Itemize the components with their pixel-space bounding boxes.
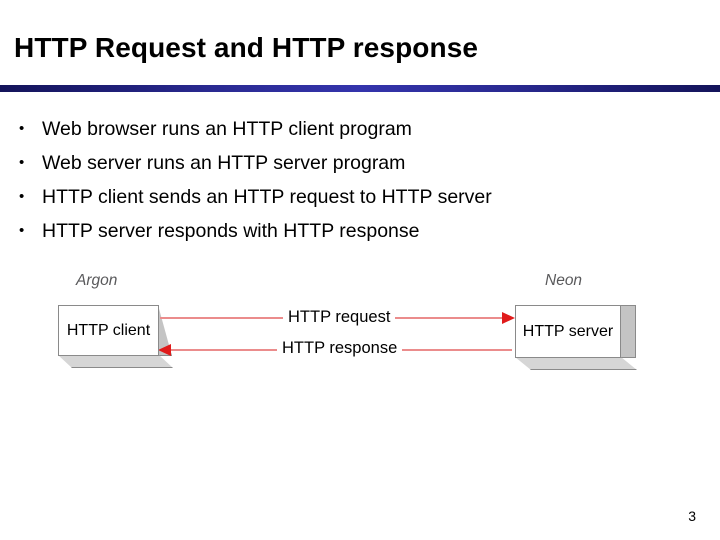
list-item: • Web browser runs an HTTP client progra… bbox=[0, 112, 700, 146]
list-item: • HTTP server responds with HTTP respons… bbox=[0, 214, 700, 248]
server-box-front-face: HTTP server bbox=[515, 305, 621, 358]
server-box-bottom-face bbox=[515, 357, 637, 370]
client-box-front-face: HTTP client bbox=[58, 305, 159, 356]
client-box-bottom-face bbox=[58, 355, 173, 368]
list-item-label: HTTP server responds with HTTP response bbox=[42, 220, 420, 242]
list-item: • HTTP client sends an HTTP request to H… bbox=[0, 180, 700, 214]
server-box-label: HTTP server bbox=[522, 322, 614, 340]
client-host-label: Argon bbox=[76, 272, 118, 289]
list-item: • Web server runs an HTTP server program bbox=[0, 146, 700, 180]
page-number: 3 bbox=[688, 508, 696, 524]
response-arrow-label: HTTP response bbox=[277, 339, 403, 358]
bullet-marker-icon: • bbox=[19, 120, 25, 137]
bullet-marker-icon: • bbox=[19, 188, 25, 205]
list-item-label: HTTP client sends an HTTP request to HTT… bbox=[42, 186, 492, 208]
page-title: HTTP Request and HTTP response bbox=[14, 32, 479, 63]
title-divider bbox=[0, 85, 720, 92]
server-box-side-face bbox=[620, 305, 636, 358]
list-item-label: Web browser runs an HTTP client program bbox=[42, 118, 412, 140]
request-arrowhead-icon bbox=[502, 312, 515, 324]
server-host-label: Neon bbox=[545, 272, 583, 289]
response-arrowhead-icon bbox=[158, 344, 171, 356]
bullet-marker-icon: • bbox=[19, 222, 25, 239]
list-item-label: Web server runs an HTTP server program bbox=[42, 152, 406, 174]
client-node-box: HTTP client bbox=[58, 305, 173, 368]
request-arrow-label: HTTP request bbox=[283, 308, 396, 327]
server-node-box: HTTP server bbox=[515, 305, 637, 370]
bullet-list: • Web browser runs an HTTP client progra… bbox=[0, 112, 700, 248]
client-box-label: HTTP client bbox=[66, 321, 151, 339]
bullet-marker-icon: • bbox=[19, 154, 25, 171]
